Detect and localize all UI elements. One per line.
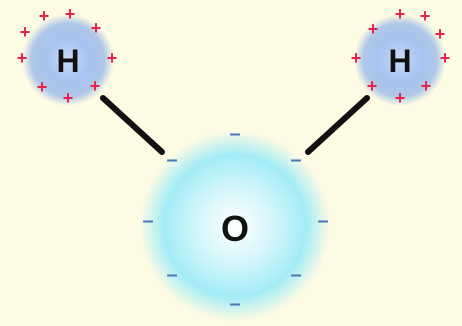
bond-right bbox=[305, 95, 370, 155]
positive-charge: + bbox=[107, 48, 118, 68]
positive-charge: + bbox=[351, 48, 362, 68]
positive-charge: + bbox=[435, 24, 446, 44]
positive-charge: + bbox=[420, 6, 431, 26]
positive-charge: + bbox=[90, 76, 101, 96]
positive-charge: + bbox=[395, 88, 406, 108]
negative-charge: – bbox=[166, 264, 177, 286]
positive-charge: + bbox=[395, 4, 406, 24]
oxygen-negative-charges: – – – – – – – – bbox=[142, 123, 328, 315]
negative-charge: – bbox=[229, 123, 240, 145]
negative-charge: – bbox=[229, 293, 240, 315]
oxygen-label: O bbox=[221, 208, 249, 249]
positive-charge: + bbox=[440, 48, 451, 68]
oxygen-electron-cloud bbox=[140, 131, 330, 321]
hydrogen-left-positive-charges: + + + + + + + + + bbox=[17, 4, 118, 108]
positive-charge: + bbox=[63, 88, 74, 108]
positive-charge: + bbox=[39, 6, 50, 26]
positive-charge: + bbox=[37, 77, 48, 97]
hydrogen-left-label: H bbox=[56, 43, 79, 79]
positive-charge: + bbox=[17, 48, 28, 68]
negative-charge: – bbox=[166, 149, 177, 171]
hydrogen-right-positive-charges: + + + + + + + + + bbox=[351, 4, 451, 108]
positive-charge: + bbox=[367, 76, 378, 96]
negative-charge: – bbox=[317, 210, 328, 232]
bond-left bbox=[100, 95, 165, 155]
positive-charge: + bbox=[421, 76, 432, 96]
negative-charge: – bbox=[290, 264, 301, 286]
positive-charge: + bbox=[91, 18, 102, 38]
negative-charge: – bbox=[142, 210, 153, 232]
hydrogen-right-label: H bbox=[388, 43, 411, 79]
positive-charge: + bbox=[20, 22, 31, 42]
positive-charge: + bbox=[65, 4, 76, 24]
positive-charge: + bbox=[368, 19, 379, 39]
hydrogen-right-electron-cloud bbox=[354, 14, 446, 106]
negative-charge: – bbox=[290, 149, 301, 171]
hydrogen-left-electron-cloud bbox=[22, 14, 114, 106]
